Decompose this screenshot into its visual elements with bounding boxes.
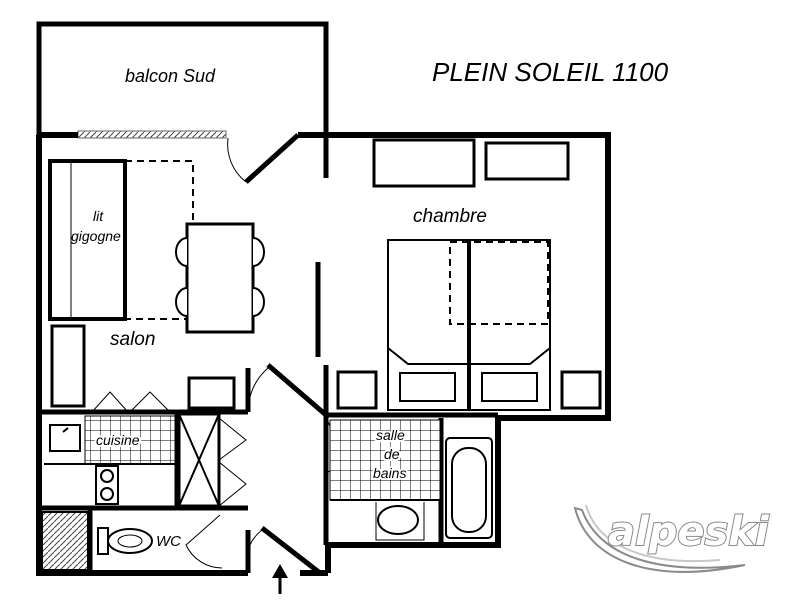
bathroom-area: [329, 419, 493, 541]
bedroom-cabinet: [372, 138, 476, 188]
wc-shaft: [41, 511, 89, 571]
bunk-bed: [48, 159, 127, 321]
logo-swoosh: [573, 506, 746, 573]
bunk-bed-label-line1: lit: [93, 208, 104, 224]
plan-title: PLEIN SOLEIL 1100: [432, 57, 669, 87]
doors: [91, 133, 347, 575]
wc-label: WC: [156, 533, 181, 550]
chair: [175, 237, 188, 267]
bunk-bed-label-line2: gigogne: [71, 228, 121, 244]
alpeski-logo: alpeski: [573, 504, 771, 573]
bathroom-label-line2: de: [384, 446, 400, 462]
toilet-bowl: [107, 528, 153, 554]
chair: [175, 287, 188, 317]
kitchen-label: cuisine: [96, 432, 140, 448]
living-room-label: salon: [110, 329, 155, 350]
bedroom-cabinet: [484, 141, 570, 181]
nightstand: [336, 370, 378, 410]
balcony-railing: [77, 130, 227, 139]
wc-area: [41, 511, 153, 571]
cabinet: [187, 376, 236, 410]
interior-walls: [39, 135, 498, 573]
burner: [100, 487, 114, 501]
sofa: [50, 324, 86, 408]
bathroom-tiles: [329, 419, 441, 501]
stove: [95, 465, 119, 505]
kitchen-area: [44, 412, 221, 508]
dining-table: [185, 222, 255, 334]
balcony: [36, 21, 329, 135]
kitchen-tiles: [84, 415, 176, 465]
logo-text: alpeski: [608, 509, 770, 555]
entrance-arrow: [272, 564, 288, 594]
bathroom-label-line1: salle: [376, 427, 405, 443]
pillow: [399, 372, 456, 402]
bathroom-label-line3: bains: [373, 465, 406, 481]
toilet: [97, 527, 109, 555]
bedroom-label: chambre: [413, 206, 487, 227]
chair: [252, 237, 265, 267]
bedroom-furniture: [336, 138, 602, 411]
pillow: [481, 372, 538, 402]
nightstand: [560, 370, 602, 410]
washbasin: [377, 505, 419, 535]
burner: [100, 469, 114, 483]
balcony-label: balcon Sud: [125, 66, 216, 86]
bed-pullout: [449, 241, 549, 325]
kitchen-sink: [49, 424, 81, 452]
living-furniture: [48, 159, 265, 410]
chair: [252, 287, 265, 317]
